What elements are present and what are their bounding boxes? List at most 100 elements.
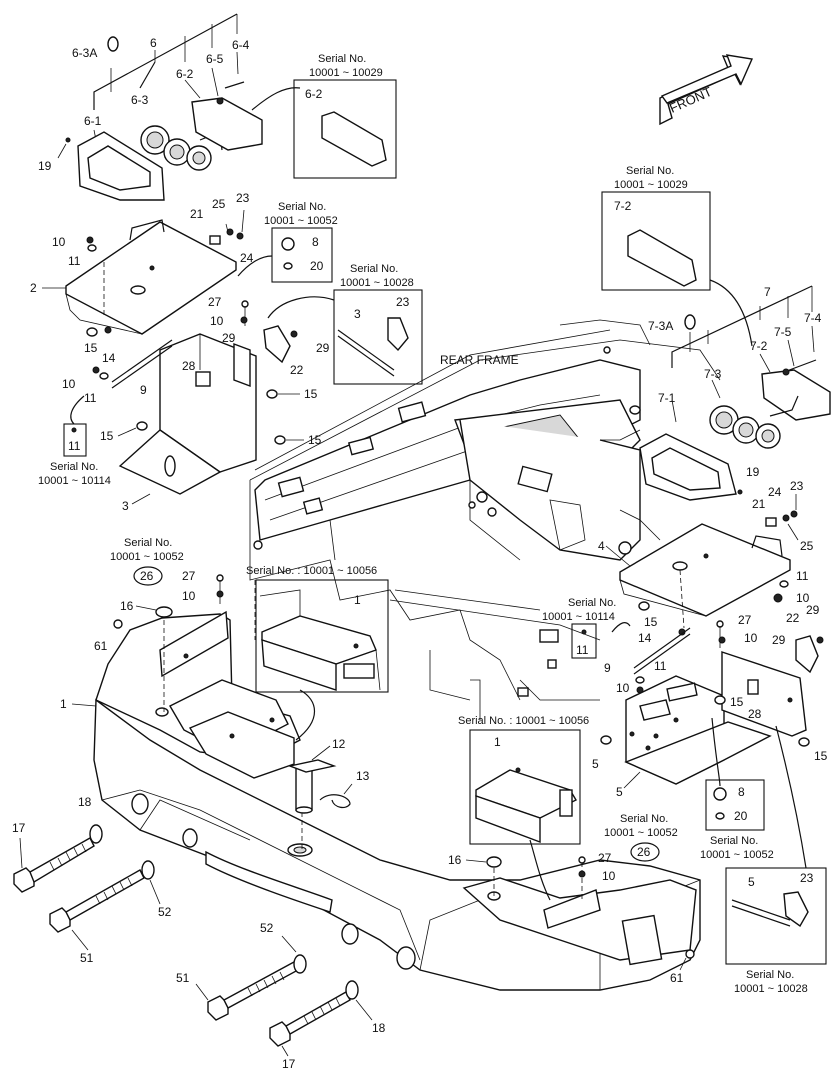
inset-callout-23: 23 xyxy=(800,871,814,885)
bulb-icon xyxy=(684,314,696,330)
callout-1: 1 xyxy=(60,697,67,711)
callout-15-d: 15 xyxy=(308,433,322,447)
callout-18-a: 18 xyxy=(78,795,92,809)
callout-19-a: 19 xyxy=(38,159,52,173)
callout-27-b: 27 xyxy=(738,613,752,627)
callout-24-b: 24 xyxy=(768,485,782,499)
bracket-3 xyxy=(118,333,257,495)
serial-inset-1-right: Serial No. : 10001 ~ 10056 1 xyxy=(458,715,589,845)
callout-52-a: 52 xyxy=(158,905,172,919)
bolt-17-a xyxy=(13,837,95,893)
serial-inset-6-2: Serial No. 10001 ~ 10029 6-2 xyxy=(293,53,397,179)
serial-label: Serial No. xyxy=(710,835,758,847)
lamp-assembly-6: 6 6-3A 6-4 6-5 6-2 6-3 6-1 19 xyxy=(38,13,301,201)
washer-52-a xyxy=(141,860,155,880)
callout-25-a: 25 xyxy=(212,197,226,211)
callout-15-g: 15 xyxy=(814,749,828,763)
callout-6-3A: 6-3A xyxy=(72,46,97,60)
callout-24-a: 24 xyxy=(240,251,254,265)
callout-10-e: 10 xyxy=(744,631,758,645)
callout-7-2: 7-2 xyxy=(750,339,768,353)
serial-inset-8-20: Serial No. 10001 ~ 10052 8 20 xyxy=(264,201,338,283)
serial-inset-11: 11 Serial No. 10001 ~ 10114 xyxy=(38,423,111,487)
callout-17-b: 17 xyxy=(282,1057,296,1071)
callout-15-f: 15 xyxy=(730,695,744,709)
inset-callout-3: 3 xyxy=(354,307,361,321)
inset-callout-6-2: 6-2 xyxy=(305,87,323,101)
callout-22-b: 22 xyxy=(786,611,800,625)
callout-7-4: 7-4 xyxy=(804,311,822,325)
serial-label: Serial No. xyxy=(626,165,674,177)
callout-6-4: 6-4 xyxy=(232,38,250,52)
latch-22 xyxy=(263,325,291,364)
inset-callout-8: 8 xyxy=(312,235,319,249)
serial-range: 10001 ~ 10052 xyxy=(604,827,678,839)
rear-frame: REAR FRAME xyxy=(249,319,721,720)
serial-label: Serial No. xyxy=(278,201,326,213)
serial-inset-1-left: Serial No. : 10001 ~ 10056 1 xyxy=(246,565,389,693)
inset-callout-23: 23 xyxy=(396,295,410,309)
callout-10-g: 10 xyxy=(182,589,196,603)
lamp-housing-7-1 xyxy=(639,433,737,501)
inset-callout-1: 1 xyxy=(494,735,501,749)
serial-label: Serial No. xyxy=(746,969,794,981)
callout-11-a: 11 xyxy=(68,254,81,268)
callout-6-2: 6-2 xyxy=(176,67,194,81)
callout-29-a: 29 xyxy=(222,331,236,345)
callout-6-5: 6-5 xyxy=(206,52,224,66)
counterweight-1 xyxy=(93,610,701,991)
serial-range: 10001 ~ 10052 xyxy=(264,215,338,227)
callout-4: 4 xyxy=(598,539,605,553)
serial-inset-26-left: Serial No. 10001 ~ 10052 26 xyxy=(110,537,184,586)
callout-12: 12 xyxy=(332,737,346,751)
serial-range: 10001 ~ 10028 xyxy=(340,277,414,289)
callout-2: 2 xyxy=(30,281,37,295)
callout-61-b: 61 xyxy=(670,971,684,985)
washer-18-a xyxy=(89,824,103,844)
gasket-7-2 xyxy=(761,369,831,421)
inset-callout-11: 11 xyxy=(576,643,589,657)
callout-3: 3 xyxy=(122,499,129,513)
serial-label: Serial No. : 10001 ~ 10056 xyxy=(246,565,377,577)
cover-plate-4 xyxy=(619,523,791,629)
bolt-17-b xyxy=(269,991,351,1047)
callout-16-a: 16 xyxy=(120,599,134,613)
callout-10-b: 10 xyxy=(210,314,224,328)
callout-15-c: 15 xyxy=(100,429,114,443)
serial-range: 10001 ~ 10028 xyxy=(734,983,808,995)
lamp-housing-6-1 xyxy=(77,131,165,201)
serial-label: Serial No. xyxy=(620,813,668,825)
washer-18-b xyxy=(345,980,359,1000)
callout-6: 6 xyxy=(150,36,157,50)
serial-range: 10001 ~ 10052 xyxy=(700,849,774,861)
callout-51-b: 51 xyxy=(176,971,190,985)
serial-inset-8-20-right: 8 20 Serial No. 10001 ~ 10052 xyxy=(700,779,774,861)
callout-5-b: 5 xyxy=(592,757,599,771)
clip-13 xyxy=(319,794,351,809)
callout-29-d: 29 xyxy=(772,633,786,647)
inset-callout-5: 5 xyxy=(748,875,755,889)
inset-callout-20: 20 xyxy=(310,259,324,273)
serial-inset-11-right: Serial No. 10001 ~ 10114 11 xyxy=(542,597,616,659)
gas-spring-9 xyxy=(111,339,173,383)
callout-10-a: 10 xyxy=(52,235,66,249)
serial-label: Serial No. xyxy=(124,537,172,549)
callout-28-b: 28 xyxy=(748,707,762,721)
callout-15-a: 15 xyxy=(84,341,98,355)
callout-7-3A: 7-3A xyxy=(648,319,673,333)
callout-15-e: 15 xyxy=(644,615,658,629)
callout-7-3: 7-3 xyxy=(704,367,722,381)
lamp-lens-7-3 xyxy=(709,395,799,449)
callout-61-a: 61 xyxy=(94,639,108,653)
serial-range: 10001 ~ 10114 xyxy=(38,475,111,487)
callout-10-d: 10 xyxy=(796,591,810,605)
callout-16-b: 16 xyxy=(448,853,462,867)
inset-callout-11: 11 xyxy=(68,439,81,453)
callout-5: 5 xyxy=(616,785,623,799)
callout-13: 13 xyxy=(356,769,370,783)
callout-11-d: 11 xyxy=(654,659,667,673)
gas-spring-9-right xyxy=(633,627,691,669)
front-arrow: FRONT xyxy=(659,54,754,126)
